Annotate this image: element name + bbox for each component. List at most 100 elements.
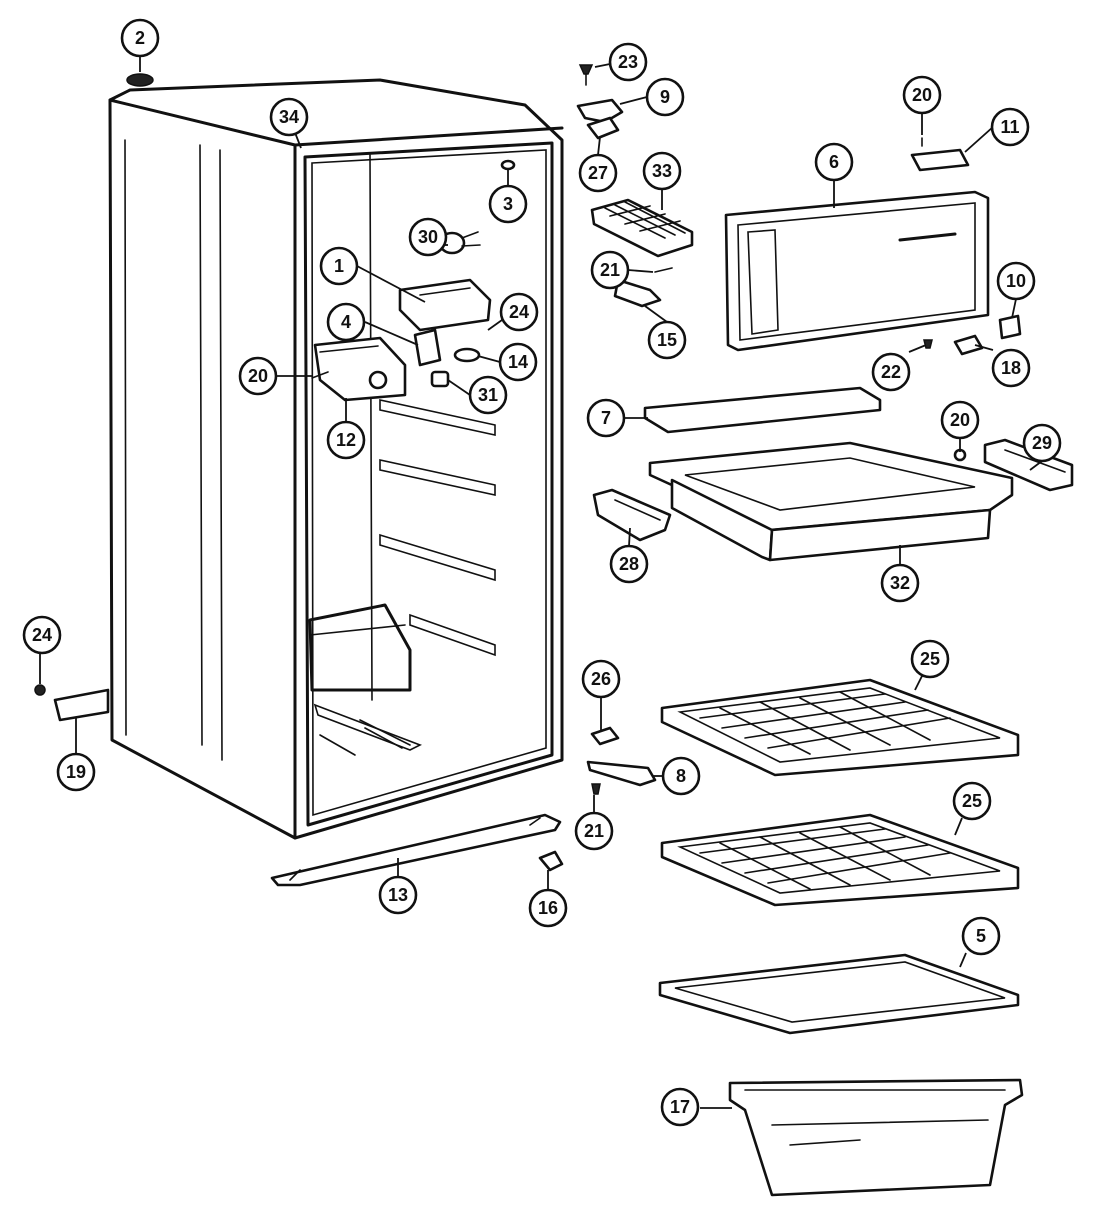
callout-33-label: 33 — [652, 161, 672, 181]
callout-16-label: 16 — [538, 898, 558, 918]
callout-20-left-label: 20 — [248, 366, 268, 386]
part-chiller-tray — [648, 441, 1014, 562]
callout-2-label: 2 — [135, 28, 145, 48]
callout-18-label: 18 — [1001, 358, 1021, 378]
callout-8-label: 8 — [676, 766, 686, 786]
callout-22-label: 22 — [881, 362, 901, 382]
part-glass-shelf — [658, 953, 1020, 1035]
callout-20-left: 20 — [238, 356, 278, 396]
callout-12-label: 12 — [336, 430, 356, 450]
part-screw-23 — [578, 64, 594, 86]
callout-15: 15 — [647, 320, 687, 360]
part-freezer-door — [724, 190, 990, 352]
part-control-housing — [398, 278, 492, 332]
callout-10: 10 — [996, 261, 1036, 301]
callout-4: 4 — [326, 302, 366, 342]
callout-30: 30 — [408, 217, 448, 257]
part-knob — [430, 370, 450, 388]
part-ice-tray — [590, 198, 694, 258]
part-leveling-leg — [538, 850, 564, 872]
callout-32-label: 32 — [890, 573, 910, 593]
callout-24-lower: 24 — [22, 615, 62, 655]
callout-17: 17 — [660, 1087, 700, 1127]
part-crisper-drawer — [728, 1078, 1024, 1197]
part-control-box — [313, 336, 407, 402]
part-support-8 — [586, 760, 657, 787]
callout-9-label: 9 — [660, 87, 670, 107]
part-screw-21-lower — [591, 783, 601, 795]
part-spacer-18 — [953, 334, 984, 356]
callout-34-label: 34 — [279, 107, 299, 127]
part-rail-29 — [983, 438, 1074, 492]
callout-20-top: 20 — [902, 75, 942, 115]
callout-23-label: 23 — [618, 52, 638, 72]
callout-12: 12 — [326, 420, 366, 460]
callout-21-lower-label: 21 — [584, 821, 604, 841]
callout-18: 18 — [991, 348, 1031, 388]
callout-23: 23 — [608, 42, 648, 82]
callout-20-right: 20 — [940, 400, 980, 440]
callout-9: 9 — [645, 77, 685, 117]
callout-32: 32 — [880, 563, 920, 603]
callout-21-upper-label: 21 — [600, 260, 620, 280]
callout-8: 8 — [661, 756, 701, 796]
callout-26-label: 26 — [591, 669, 611, 689]
part-plug-button — [500, 159, 516, 171]
callout-33: 33 — [642, 151, 682, 191]
callout-25-lower-label: 25 — [962, 791, 982, 811]
part-support-26 — [590, 726, 620, 746]
callout-20-right-label: 20 — [950, 410, 970, 430]
callout-19: 19 — [56, 752, 96, 792]
leader-lines — [39, 55, 1043, 1109]
callout-29: 29 — [1022, 423, 1062, 463]
part-top-screw — [126, 73, 154, 87]
callout-15-label: 15 — [657, 330, 677, 350]
callout-13: 13 — [378, 875, 418, 915]
callout-7-label: 7 — [601, 408, 611, 428]
callout-22: 22 — [871, 352, 911, 392]
callout-28: 28 — [609, 544, 649, 584]
part-top-hinge — [576, 98, 624, 140]
callout-30-label: 30 — [418, 227, 438, 247]
part-base-grille — [270, 813, 562, 887]
callout-11: 11 — [990, 107, 1030, 147]
callout-25-upper: 25 — [910, 639, 950, 679]
part-thermostat — [413, 328, 442, 367]
part-bracket-11 — [910, 148, 970, 172]
callout-11-label: 11 — [1000, 117, 1019, 137]
callout-20-top-label: 20 — [912, 85, 932, 105]
callout-6: 6 — [814, 142, 854, 182]
callout-25-lower: 25 — [952, 781, 992, 821]
refrigerator-cabinet — [108, 78, 564, 840]
callout-6-label: 6 — [829, 152, 839, 172]
part-screw-left — [311, 371, 329, 379]
part-clip-21 — [654, 267, 673, 273]
callout-14: 14 — [498, 342, 538, 382]
part-latch-15 — [613, 278, 662, 308]
callout-21-lower: 21 — [574, 811, 614, 851]
callout-21-upper: 21 — [590, 250, 630, 290]
callout-14-label: 14 — [508, 352, 528, 372]
callout-10-label: 10 — [1006, 271, 1026, 291]
callout-2: 2 — [120, 18, 160, 58]
callout-27: 27 — [578, 153, 618, 193]
callout-5-label: 5 — [976, 926, 986, 946]
part-screw-22 — [923, 339, 933, 349]
callout-5: 5 — [961, 916, 1001, 956]
callout-13-label: 13 — [388, 885, 408, 905]
callout-1: 1 — [319, 246, 359, 286]
callout-25-upper-label: 25 — [920, 649, 940, 669]
part-hinge-bottom — [34, 684, 110, 722]
callout-27-label: 27 — [588, 163, 608, 183]
callout-29-label: 29 — [1032, 433, 1052, 453]
callout-4-label: 4 — [341, 312, 351, 332]
part-hinge-10 — [998, 314, 1022, 340]
callout-31: 31 — [468, 375, 508, 415]
callout-24-lower-label: 24 — [32, 625, 52, 645]
callout-3: 3 — [488, 184, 528, 224]
callout-1-label: 1 — [334, 256, 344, 276]
callout-3-label: 3 — [503, 194, 513, 214]
part-shelf-upper — [660, 678, 1020, 777]
callout-17-label: 17 — [670, 1097, 690, 1117]
